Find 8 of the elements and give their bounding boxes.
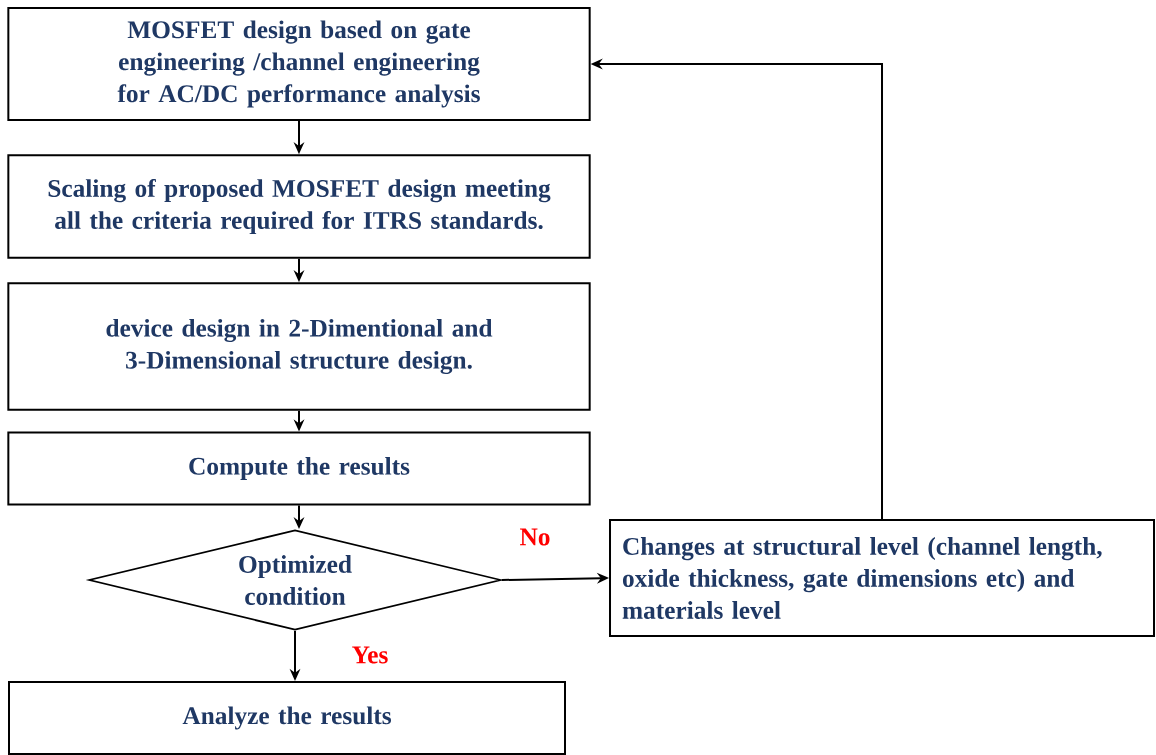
edge-label: Yes (350, 645, 390, 665)
process-box: device design in 2-Dimentional and 3-Dimensional structure design. (7, 282, 591, 411)
process-box: Analyze the results (8, 681, 566, 755)
process-box: Compute the results (7, 431, 591, 506)
edge-label: No (518, 527, 552, 547)
process-box: Changes at structural level (channel length, oxide thickness, gate dimensions etc) and materials level (609, 519, 1155, 637)
process-box: MOSFET design based on gate engineering /channel engineering for AC/DC performance analysis (7, 7, 591, 121)
process-box: Scaling of proposed MOSFET design meeting all the criteria required for ITRS standards. (7, 154, 591, 259)
